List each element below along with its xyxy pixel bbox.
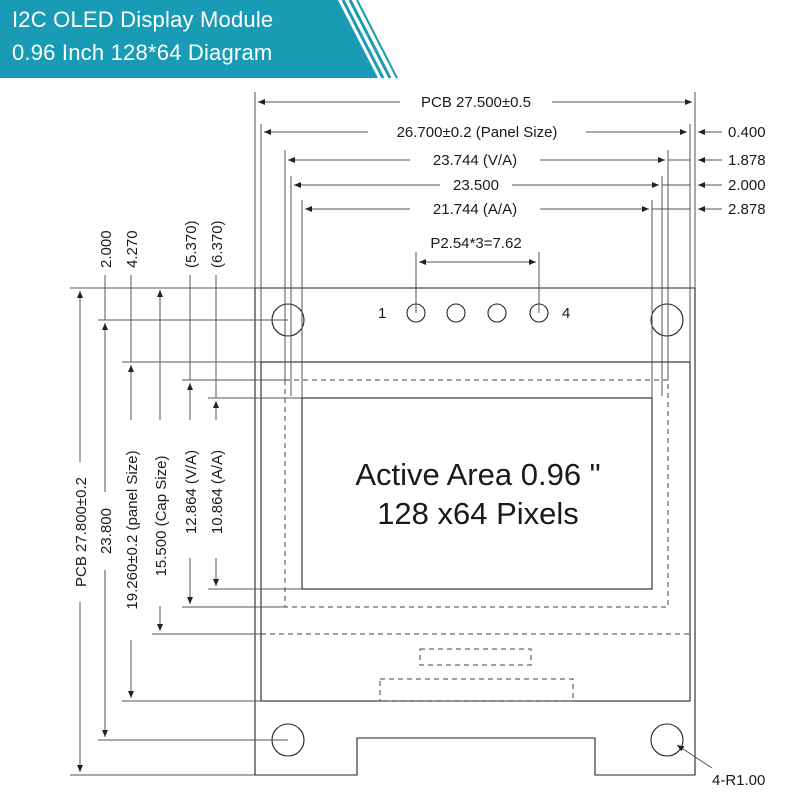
hole-note-label: 4-R1.00 [712,772,765,789]
ic-outline [419,648,532,666]
offset-0400-label: 0.400 [728,124,766,141]
offset-2878-label: 2.878 [728,201,766,218]
hole-span-label: 23.800 [98,508,115,554]
pcb-width-label: PCB 27.500±0.5 [421,94,531,111]
pcb-outline [254,287,696,776]
banner-title-line2: 0.96 Inch 128*64 Diagram [12,40,273,65]
aa-width-label: 21.744 (A/A) [433,201,517,218]
active-area [301,397,653,590]
pin-pitch-label: P2.54*3=7.62 [430,235,521,252]
active-area-line2: 128 x64 Pixels [377,496,579,531]
fpc-outline [379,678,574,702]
cap-width-label: 23.500 [453,177,499,194]
offset-1878-label: 1.878 [728,152,766,169]
va-width-label: 23.744 (V/A) [433,152,517,169]
cap-height-label: 15.500 (Cap Size) [153,456,170,577]
toffset-5370-label: (5.370) [183,220,200,268]
mount-hole-bottom-right [650,723,684,757]
banner-stripe-3 [356,0,398,79]
viewing-area [284,379,669,608]
panel-height-label: 19.260±0.2 (panel Size) [124,450,141,609]
mount-hole-top-right [650,303,684,337]
pin-2 [446,303,466,323]
offset-2000-label: 2.000 [728,177,766,194]
pcb-height-label: PCB 27.800±0.2 [73,477,90,587]
aa-height-label: 10.864 (A/A) [209,450,226,534]
pin-1-label: 1 [378,305,386,322]
banner-fill [0,0,378,78]
panel-width-label: 26.700±0.2 (Panel Size) [397,124,558,141]
banner-stripe-2 [348,0,392,79]
va-height-label: 12.864 (V/A) [183,450,200,534]
toffset-2000-label: 2.000 [98,230,115,268]
active-area-line1: Active Area 0.96 " [355,457,600,492]
banner-shape [0,0,398,79]
pin-3 [487,303,507,323]
toffset-4270-label: 4.270 [124,230,141,268]
banner-stripe-1 [341,0,385,79]
panel-outline [260,361,691,702]
toffset-6370-label: (6.370) [209,220,226,268]
hole-note-leader [676,744,713,769]
pin-4-label: 4 [562,305,570,322]
title-banner: I2C OLED Display Module 0.96 Inch 128*64… [0,0,800,80]
banner-title-line1: I2C OLED Display Module [12,7,274,32]
